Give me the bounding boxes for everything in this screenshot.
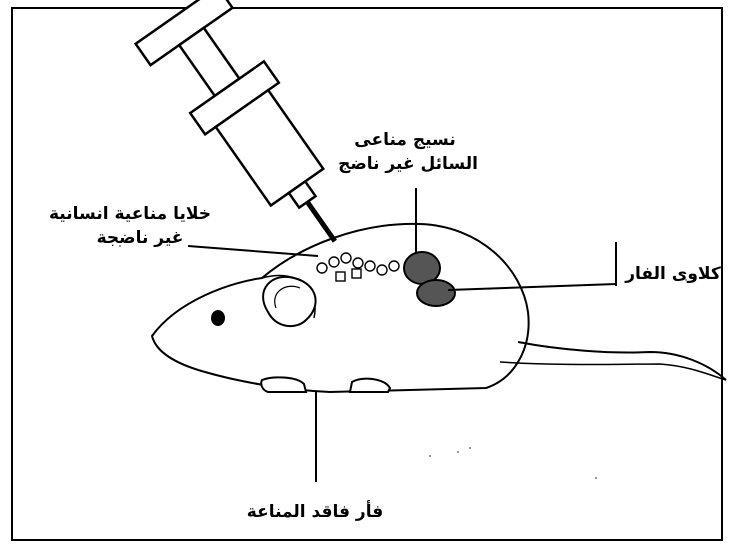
cell [329,257,339,267]
label-immune-cells-line1: خلايا مناعية انسانية [10,202,250,226]
label-immune-cells-line2: غير ناضجة [40,226,240,250]
cell [365,261,375,271]
cell [377,265,387,275]
mouse-tail-lower [500,362,726,380]
cell [317,263,327,273]
mouse-kidney [417,280,455,306]
label-mouse-kidneys: كلاوى الفار [618,262,728,286]
mouse-tail [518,342,726,380]
label-fetal-tissue-line1: نسيج مناعى [330,128,480,152]
cell [389,261,399,271]
cell [341,253,351,263]
label-immunodeficient-mouse: فأر فاقد المناعة [220,500,410,524]
label-fetal-tissue-line2: السائل غير ناضج [318,152,498,176]
cell [336,272,345,281]
syringe-needle [307,202,335,241]
cell [352,269,361,278]
cell [353,258,363,268]
mouse-eye [211,310,225,326]
